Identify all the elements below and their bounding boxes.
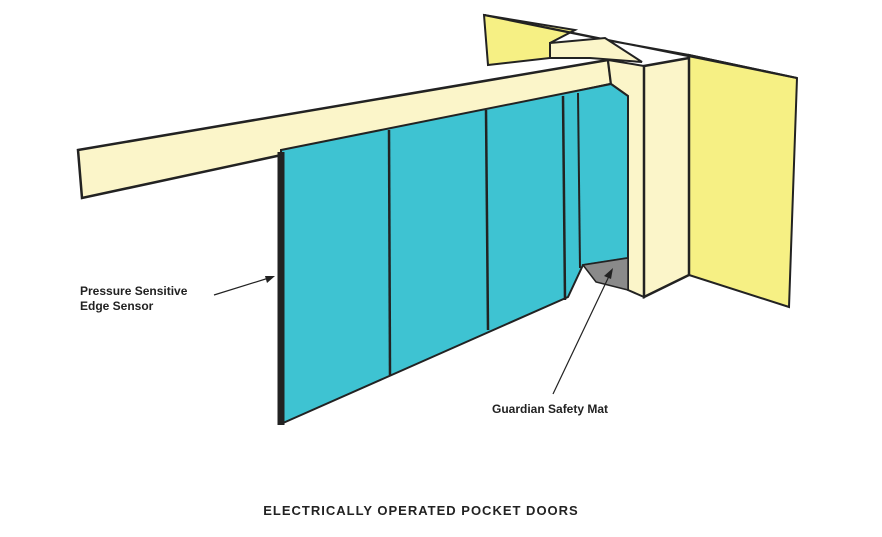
header-top <box>483 14 798 79</box>
edge-sensor-label: Pressure Sensitive Edge Sensor <box>80 284 187 314</box>
diagram-caption: ELECTRICALLY OPERATED POCKET DOORS <box>263 503 579 518</box>
panel-joint-1 <box>387 129 392 377</box>
frame-post <box>642 56 691 300</box>
edge-sensor-label-line1: Pressure Sensitive <box>80 284 188 298</box>
edge-sensor-label-line2: Edge Sensor <box>80 299 154 313</box>
safety-mat-label: Guardian Safety Mat <box>492 402 609 416</box>
edge-sensor-arrowhead <box>265 276 275 283</box>
right-wall <box>688 53 799 309</box>
edge-sensor-leader <box>213 276 273 296</box>
safety-mat <box>581 257 629 291</box>
safety-mat-arrowhead <box>604 268 613 279</box>
header-beam-back <box>549 36 643 63</box>
safety-mat-leader <box>552 271 612 395</box>
panel-joint-3 <box>561 95 567 301</box>
panel-joint-4 <box>577 92 581 269</box>
panel-joint-2 <box>484 109 490 331</box>
